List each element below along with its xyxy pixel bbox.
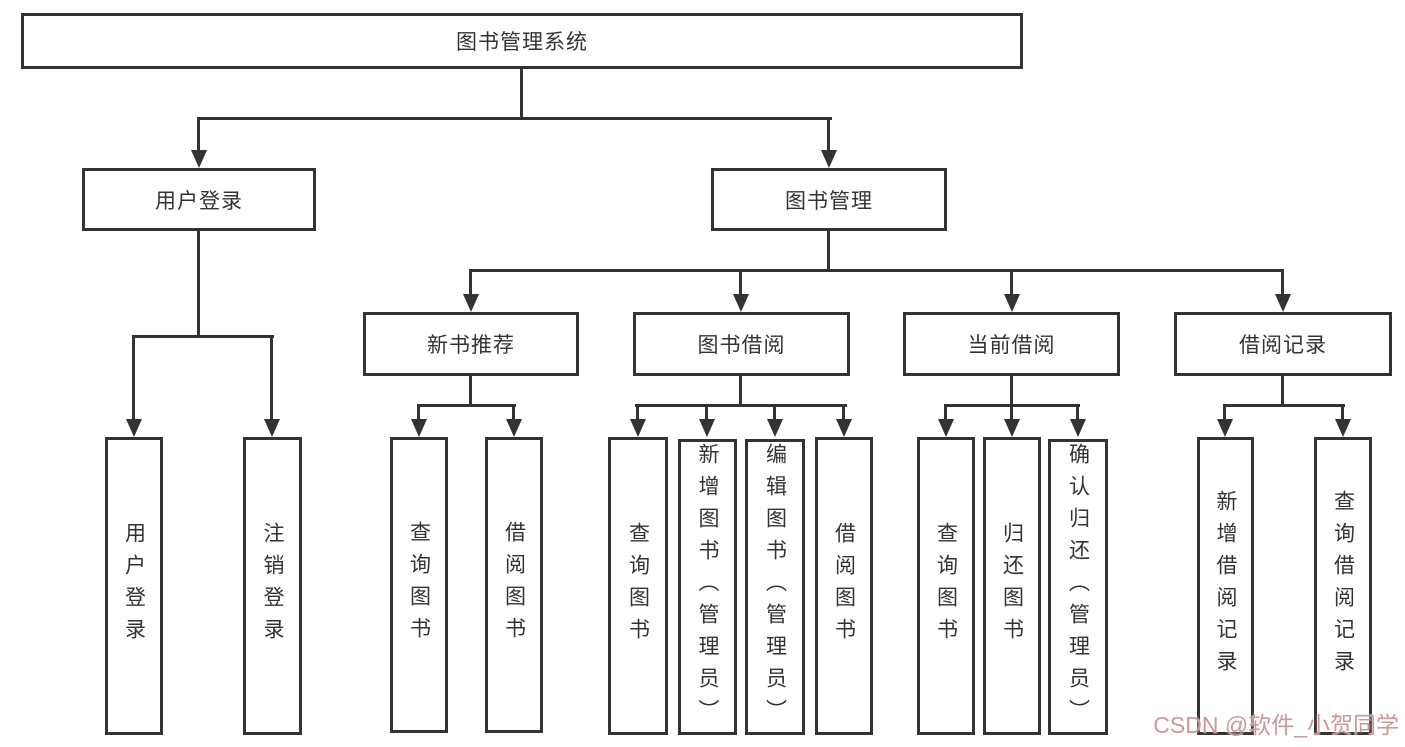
connector-line [773,404,776,421]
connector-line [1281,269,1284,296]
node-label: 注销登录 [261,522,284,650]
node-label: 用户登录 [122,522,146,650]
arrow-down-icon [699,419,715,437]
node-library-management-system: 图书管理系统 [21,13,1023,69]
arrow-down-icon [1004,294,1020,312]
connector-line [1223,404,1226,421]
leaf-edit-books-admin: 编辑图书（管理员） [745,439,805,735]
arrow-down-icon [264,419,280,437]
arrow-down-icon [463,294,479,312]
leaf-query-borrow-record: 查询借阅记录 [1314,437,1372,735]
node-label: 编辑图书（管理员） [763,443,787,731]
connector-line [1223,404,1345,407]
node-label: 查询图书 [407,521,431,649]
connector-line [705,404,708,421]
leaf-confirm-return-admin: 确认归还（管理员） [1048,439,1108,735]
connector-line [520,69,523,118]
connector-line [635,404,847,407]
leaf-add-borrow-record: 新增借阅记录 [1197,437,1254,735]
node-label: 借阅记录 [1239,334,1327,357]
leaf-add-books-admin: 新增图书（管理员） [678,439,737,735]
leaf-borrow-books-2: 借阅图书 [815,437,873,735]
connector-line [197,231,200,338]
connector-line [1010,269,1013,296]
node-label: 用户登录 [155,189,243,213]
node-book-management: 图书管理 [711,168,947,231]
node-label: 图书管理 [785,189,873,213]
arrow-down-icon [191,150,207,168]
node-label: 图书借阅 [697,334,786,357]
node-borrowing-records: 借阅记录 [1174,312,1392,376]
arrow-down-icon [767,419,783,437]
connector-line [1010,376,1013,407]
arrow-down-icon [126,419,142,437]
node-current-borrowing: 当前借阅 [903,312,1120,376]
node-user-login: 用户登录 [82,168,316,231]
leaf-return-books: 归还图书 [983,437,1041,735]
arrow-down-icon [1217,419,1233,437]
connector-line [417,404,420,421]
connector-line [132,335,135,421]
arrow-down-icon [821,150,837,168]
connector-line [1010,404,1013,421]
connector-line [197,117,200,152]
connector-line [198,117,832,120]
arrow-down-icon [733,294,749,312]
arrow-down-icon [1070,419,1086,437]
arrow-down-icon [411,419,427,437]
node-label: 查询图书 [934,522,958,650]
connector-line [132,335,274,338]
connector-line [469,376,472,407]
leaf-query-books-1: 查询图书 [390,437,448,733]
node-label: 归还图书 [1000,522,1024,650]
connector-line [1341,404,1344,421]
arrow-down-icon [1004,419,1020,437]
connector-line [1281,376,1284,407]
connector-line [944,404,947,421]
arrow-down-icon [938,419,954,437]
node-label: 查询借阅记录 [1331,490,1355,682]
leaf-borrow-books-1: 借阅图书 [485,437,543,733]
node-label: 当前借阅 [967,334,1056,357]
node-label: 借阅图书 [832,522,856,650]
connector-line [827,231,830,272]
node-book-borrowing: 图书借阅 [633,312,850,376]
connector-line [512,404,515,421]
arrow-down-icon [1275,294,1291,312]
connector-line [827,117,830,152]
connector-line [417,404,516,407]
connector-line [636,404,639,421]
node-label: 新增图书（管理员） [696,443,719,731]
node-label: 图书管理系统 [456,31,588,54]
node-label: 借阅图书 [502,521,526,649]
node-label: 新书推荐 [427,334,515,357]
node-label: 查询图书 [626,522,650,650]
connector-line [469,269,472,296]
connector-line [739,376,742,407]
arrow-down-icon [506,419,522,437]
connector-line [739,269,742,296]
leaf-logout: 注销登录 [243,437,302,735]
connector-line [1076,404,1079,421]
arrow-down-icon [630,419,646,437]
csdn-watermark: CSDN @软件_小贺同学 [1153,712,1399,738]
arrow-down-icon [1335,419,1351,437]
connector-line [842,404,845,421]
node-label: 确认归还（管理员） [1066,443,1090,731]
leaf-user-login: 用户登录 [105,437,163,735]
connector-line [469,269,1284,272]
connector-line [270,335,273,421]
arrow-down-icon [836,419,852,437]
leaf-query-books-2: 查询图书 [608,437,668,735]
leaf-query-books-3: 查询图书 [917,437,975,735]
node-new-book-recommendation: 新书推荐 [363,312,579,376]
node-label: 新增借阅记录 [1214,490,1237,682]
